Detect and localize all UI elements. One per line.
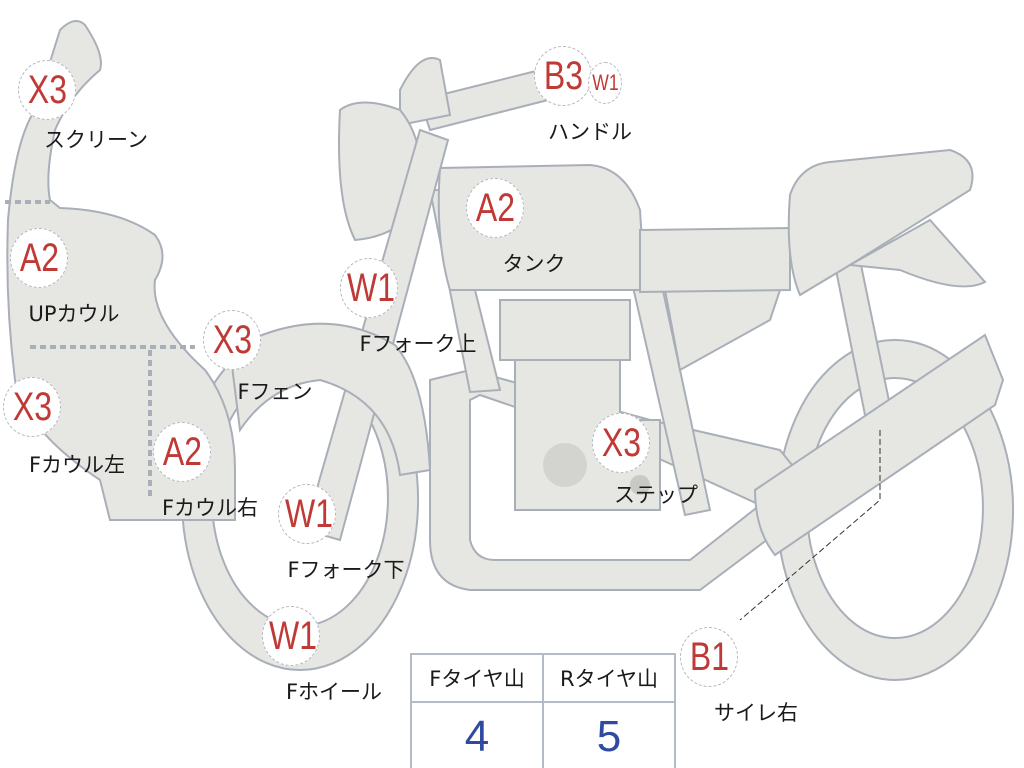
front-cowl xyxy=(6,20,236,521)
part-label: スクリーン xyxy=(44,128,148,152)
part-label: Fカウル右 xyxy=(161,496,259,520)
muffler xyxy=(753,333,1005,557)
damage-code: A2 xyxy=(153,422,211,482)
part-label: Fホイール xyxy=(285,680,383,704)
part-label: Fフォーク上 xyxy=(359,332,477,356)
rear-wheel xyxy=(776,339,1015,681)
damage-code: B1 xyxy=(680,627,738,687)
tire-tread-table: Fタイヤ山 Rタイヤ山 4 5 xyxy=(410,653,676,768)
part-label: ステップ xyxy=(614,483,698,507)
part-label: UPカウル xyxy=(28,302,120,326)
part-label: タンク xyxy=(502,252,566,276)
part-label: Fフォーク下 xyxy=(287,558,405,582)
damage-code-secondary: W1 xyxy=(588,62,622,104)
damage-code: W1 xyxy=(278,484,336,544)
damage-code: W1 xyxy=(262,606,320,666)
part-label: Fカウル左 xyxy=(28,453,126,477)
damage-code: X3 xyxy=(18,60,76,120)
front-tire-value: 4 xyxy=(410,701,544,768)
damage-code: X3 xyxy=(3,377,61,437)
part-label: ハンドル xyxy=(548,120,632,144)
front-tire-header: Fタイヤ山 xyxy=(410,653,544,703)
damage-code: X3 xyxy=(592,413,650,473)
rear-tire-header: Rタイヤ山 xyxy=(542,653,676,703)
damage-code: X3 xyxy=(203,310,261,370)
damage-code: A2 xyxy=(466,178,524,238)
damage-code: B3 xyxy=(534,46,592,106)
part-label: サイレ右 xyxy=(714,701,798,725)
rear-tire-value: 5 xyxy=(542,701,676,768)
damage-code: A2 xyxy=(10,228,68,288)
part-label: Fフェン xyxy=(237,380,313,404)
damage-code: W1 xyxy=(340,258,398,318)
